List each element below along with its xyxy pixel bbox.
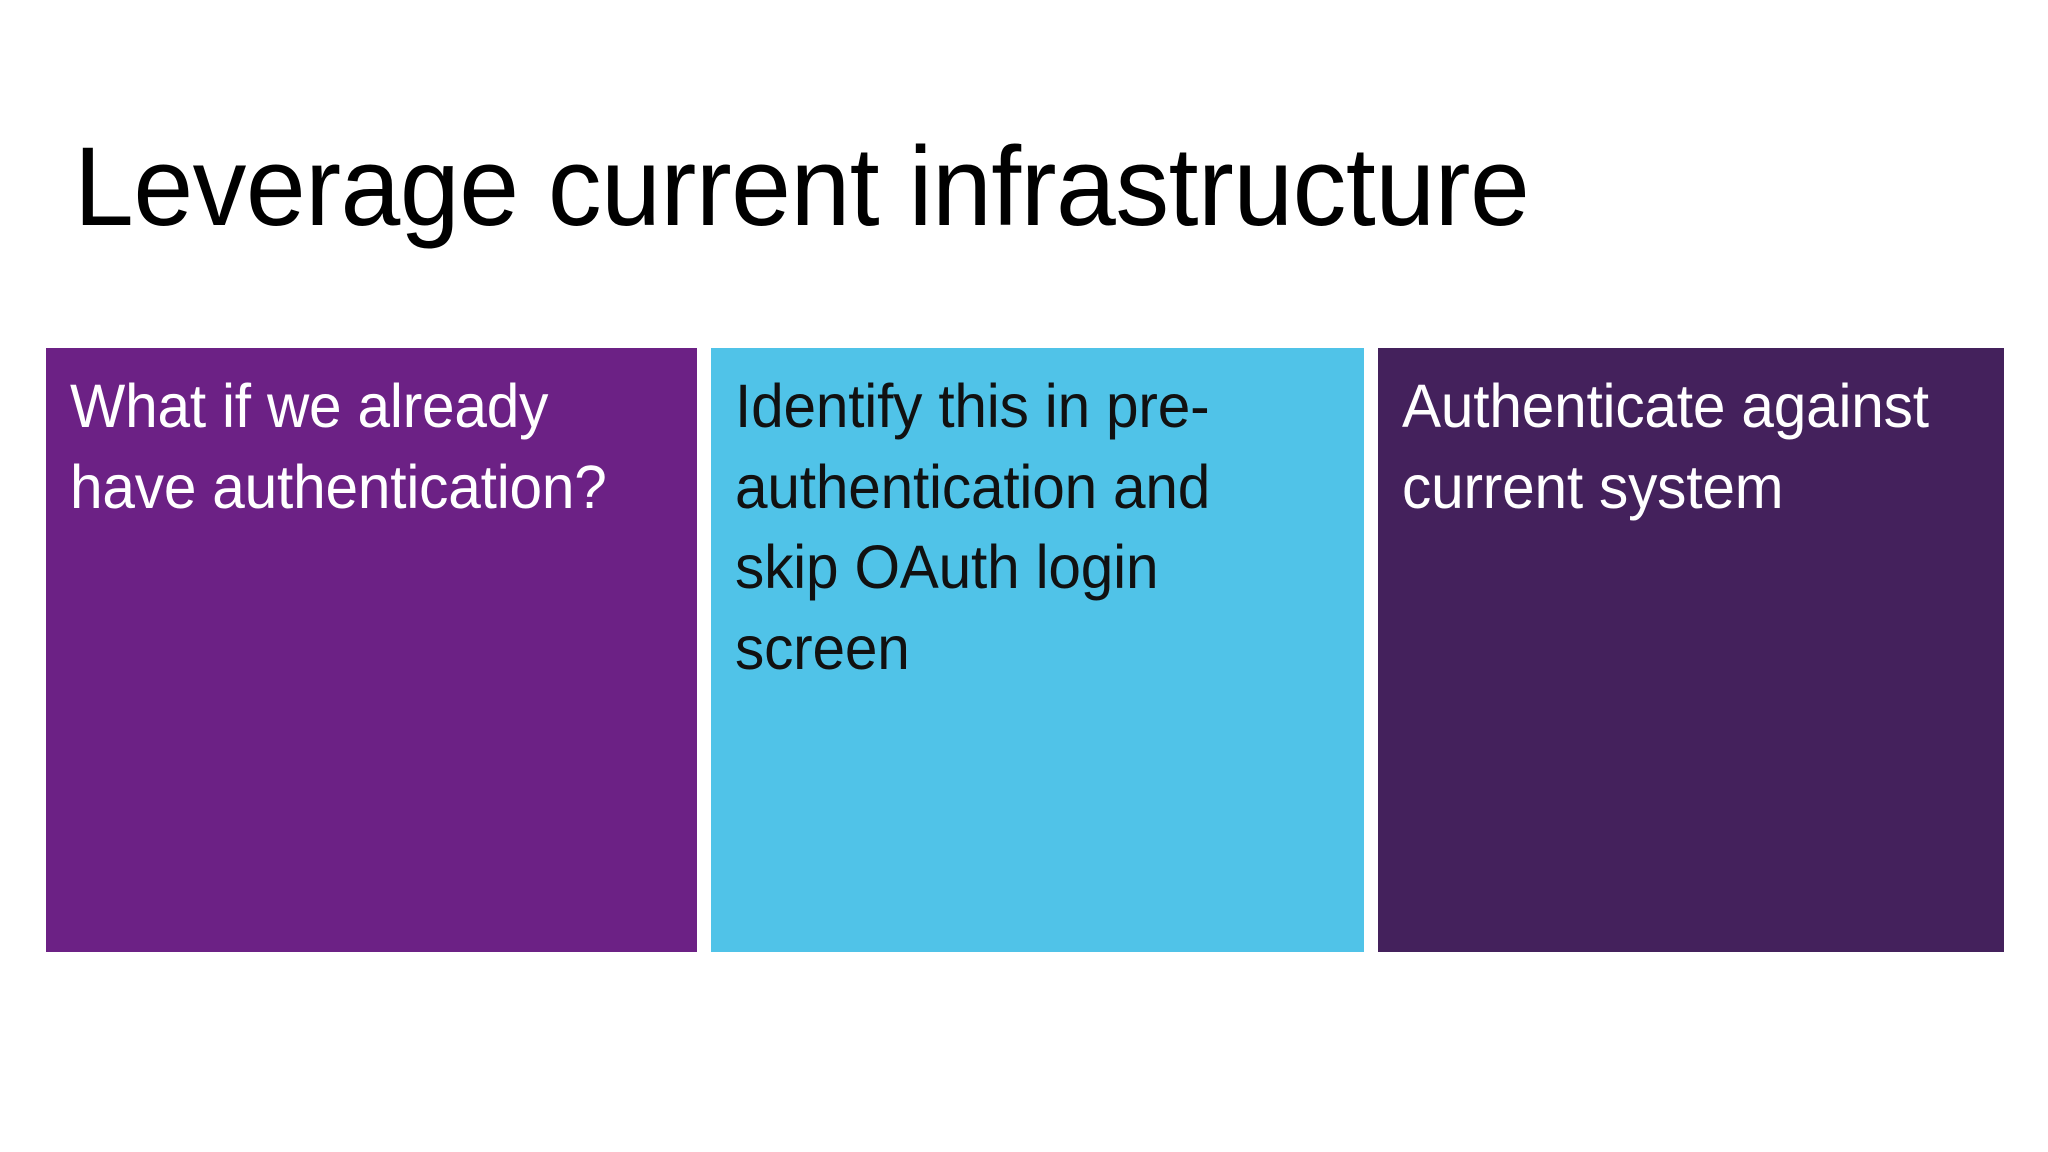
page-title: Leverage current infrastructure — [74, 124, 1530, 250]
panel-existing-auth-text: What if we already have authentication? — [70, 372, 607, 521]
panel-authenticate-current-system-text: Authenticate against current system — [1402, 372, 1929, 521]
panel-authenticate-current-system[interactable]: Authenticate against current system — [1378, 348, 2004, 952]
panel-row: What if we already have authentication? … — [46, 348, 2004, 952]
panel-preauth-skip-oauth[interactable]: Identify this in pre-authentication and … — [711, 348, 1364, 952]
panel-existing-auth[interactable]: What if we already have authentication? — [46, 348, 697, 952]
panel-preauth-skip-oauth-text: Identify this in pre-authentication and … — [735, 372, 1211, 682]
